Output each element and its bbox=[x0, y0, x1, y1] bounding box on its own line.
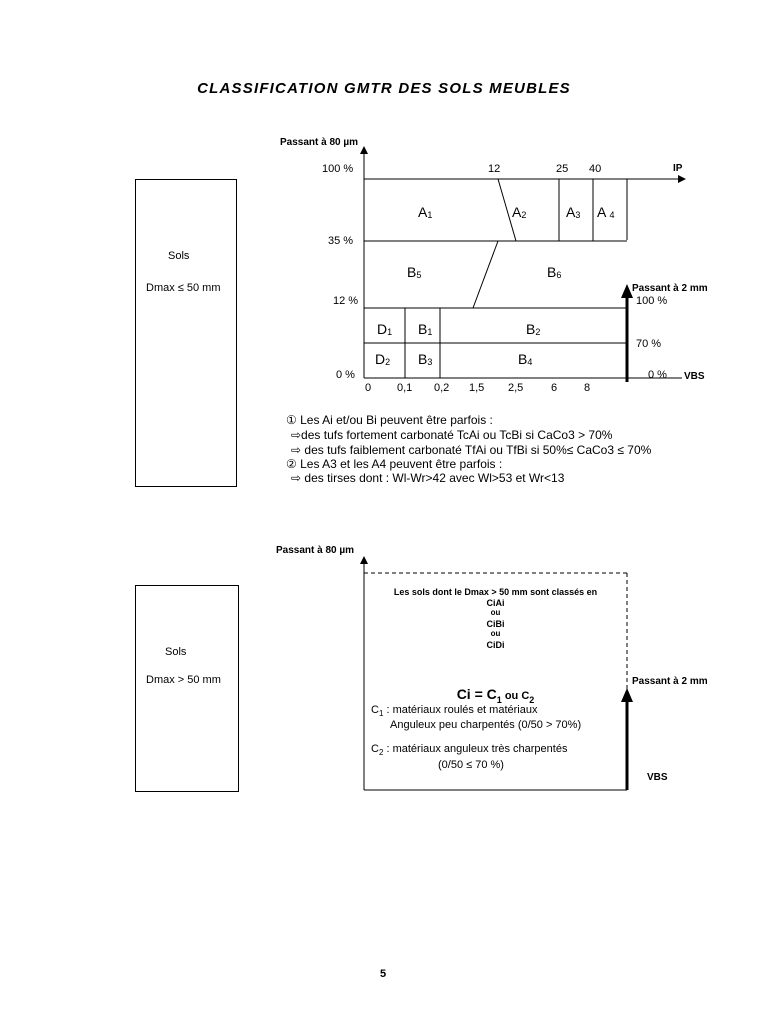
right-tick-70: 70 % bbox=[636, 338, 662, 350]
zone-a2: A2 bbox=[512, 204, 527, 220]
zone-b1: B1 bbox=[418, 321, 433, 337]
zone-b6: B6 bbox=[547, 264, 562, 280]
sols-label-2: Sols bbox=[165, 646, 187, 658]
right-axis-title-2: Passant à 2 mm bbox=[632, 676, 708, 687]
note-2: ⇨des tufs fortement carbonaté TcAi ou Tc… bbox=[291, 428, 613, 442]
vbs-tick-1-5: 1,5 bbox=[469, 382, 485, 394]
vbs-tick-2-5: 2,5 bbox=[508, 382, 524, 394]
zone-b5: B5 bbox=[407, 264, 422, 280]
right-axis-title-1: Passant à 2 mm bbox=[632, 283, 708, 294]
page-title: CLASSIFICATION GMTR DES SOLS MEUBLES bbox=[197, 80, 571, 97]
sols-label-1: Sols bbox=[168, 250, 190, 262]
ci-formula: Ci = C1 ou C2 bbox=[456, 686, 535, 705]
zone-a1: A1 bbox=[418, 204, 433, 220]
zone-a4: A 4 bbox=[597, 204, 615, 220]
y-tick-12: 12 % bbox=[333, 295, 359, 307]
zone-d2: D2 bbox=[375, 351, 391, 367]
explain-line-1: Les sols dont le Dmax > 50 mm sont class… bbox=[393, 587, 598, 597]
ip-axis-title: IP bbox=[673, 163, 683, 174]
note-3: ⇨ des tufs faiblement carbonaté TfAi ou … bbox=[291, 443, 652, 457]
ip-tick-40: 40 bbox=[589, 163, 602, 175]
y-tick-35: 35 % bbox=[328, 235, 354, 247]
zone-b4: B4 bbox=[518, 351, 533, 367]
right-tick-0: 0 % bbox=[648, 369, 667, 381]
c2-definition: C2 : matériaux anguleux très charpentés bbox=[371, 743, 568, 758]
zone-b3: B3 bbox=[418, 351, 433, 367]
vbs-tick-0: 0 bbox=[365, 382, 372, 394]
note-4: ② Les A3 et les A4 peuvent être parfois … bbox=[286, 457, 503, 471]
large-soil-explanation: Les sols dont le Dmax > 50 mm sont class… bbox=[364, 587, 627, 650]
vbs-tick-0-2: 0,2 bbox=[434, 382, 450, 394]
dmax-label-2: Dmax > 50 mm bbox=[146, 674, 221, 686]
explain-line-5: ou bbox=[490, 629, 501, 638]
explain-line-2: CiAi bbox=[486, 597, 505, 608]
soil-size-box-2 bbox=[135, 585, 239, 792]
zone-b2: B2 bbox=[526, 321, 541, 337]
explain-line-3: ou bbox=[490, 608, 501, 617]
c1-definition-line2: Anguleux peu charpentés (0/50 > 70%) bbox=[390, 719, 582, 731]
vbs-axis-title-1: VBS bbox=[684, 371, 705, 382]
y-tick-0: 0 % bbox=[336, 369, 355, 381]
vbs-tick-8: 8 bbox=[584, 382, 591, 394]
y-axis-title-2: Passant à 80 µm bbox=[276, 545, 355, 556]
c1-definition: C1 : matériaux roulés et matériaux bbox=[371, 704, 538, 719]
y-axis-title-1: Passant à 80 µm bbox=[280, 137, 359, 148]
vbs-tick-6: 6 bbox=[551, 382, 558, 394]
soil-size-box-1 bbox=[135, 179, 237, 487]
note-1: ① Les Ai et/ou Bi peuvent être parfois : bbox=[286, 413, 493, 427]
explain-line-4: CiBi bbox=[486, 618, 505, 629]
explain-line-6: CiDi bbox=[486, 639, 505, 650]
right-tick-100: 100 % bbox=[636, 295, 668, 307]
dmax-label-1: Dmax ≤ 50 mm bbox=[146, 282, 221, 294]
zone-d1: D1 bbox=[377, 321, 393, 337]
vbs-axis-title-2: VBS bbox=[647, 772, 668, 783]
ip-tick-25: 25 bbox=[556, 163, 569, 175]
c2-definition-line2: (0/50 ≤ 70 %) bbox=[438, 759, 504, 771]
zone-a3: A3 bbox=[566, 204, 581, 220]
y-tick-100: 100 % bbox=[322, 163, 354, 175]
note-5: ⇨ des tirses dont : Wl-Wr>42 avec Wl>53 … bbox=[291, 471, 565, 485]
vbs-tick-0-1: 0,1 bbox=[397, 382, 413, 394]
ip-tick-12: 12 bbox=[488, 163, 501, 175]
page-number: 5 bbox=[380, 968, 387, 980]
